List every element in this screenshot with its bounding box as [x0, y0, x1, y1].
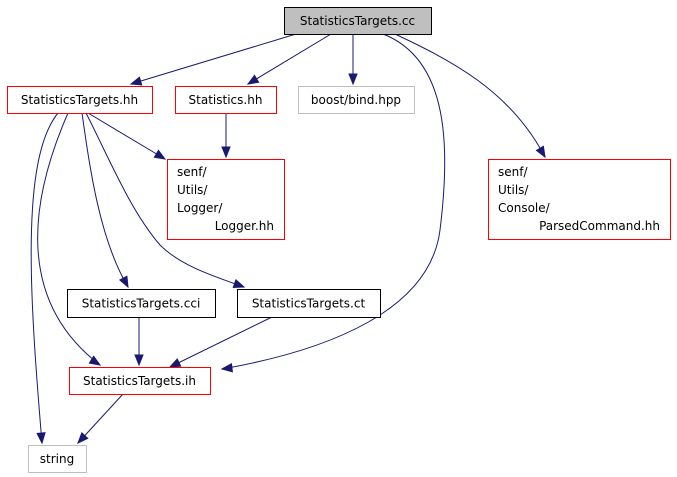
edge-line	[247, 33, 332, 85]
edge-line	[169, 316, 273, 368]
node-label: StatisticsTargets.hh	[21, 93, 138, 107]
edge-line	[130, 33, 297, 85]
node-string: string	[28, 445, 87, 473]
node-parsedcommand-hh[interactable]: senf/Utils/Console/ParsedCommand.hh	[488, 159, 671, 240]
node-targets-cci[interactable]: StatisticsTargets.cci	[67, 289, 216, 318]
edge-targets_hh-to-targets_cci	[81, 112, 129, 289]
edge-targets_hh-to-targets_ct	[85, 112, 246, 288]
edge-arrowhead	[118, 275, 129, 289]
node-label: StatisticsTargets.ih	[83, 374, 196, 388]
node-label: boost/bind.hpp	[311, 93, 401, 107]
edge-arrowhead	[246, 74, 260, 85]
node-box	[175, 86, 277, 114]
edge-arrowhead	[129, 76, 143, 86]
edges-layer	[30, 33, 546, 445]
edge-line	[30, 112, 59, 444]
node-label: Logger.hh	[215, 219, 274, 233]
node-label: Utils/	[498, 183, 529, 197]
edge-arrowhead	[88, 355, 102, 366]
edge-arrowhead	[153, 149, 167, 160]
node-targets-hh[interactable]: StatisticsTargets.hh	[7, 86, 153, 114]
edge-arrowhead	[77, 432, 89, 444]
node-label: ParsedCommand.hh	[539, 219, 660, 233]
edge-targets_hh-to-string	[30, 112, 59, 445]
node-targets-ct[interactable]: StatisticsTargets.ct	[237, 289, 381, 318]
node-box	[69, 367, 211, 395]
edge-arrowhead	[220, 363, 233, 373]
edge-arrowhead	[168, 358, 182, 368]
node-box	[237, 289, 381, 318]
edge-line	[81, 112, 129, 288]
node-label: Statistics.hh	[189, 93, 263, 107]
edge-root-to-targets_ih	[220, 33, 446, 373]
edge-arrowhead	[36, 432, 46, 445]
edge-root-to-targets_hh	[129, 33, 297, 86]
node-label: senf/	[498, 165, 528, 179]
edge-line	[77, 393, 124, 444]
edge-arrowhead	[221, 146, 231, 159]
edge-statistics_hh-to-logger_hh	[221, 113, 231, 159]
node-label: StatisticsTargets.cci	[82, 297, 201, 311]
edge-arrowhead	[535, 145, 546, 159]
node-box	[284, 7, 432, 35]
edge-root-to-boost_bind	[348, 34, 358, 86]
node-label: StatisticsTargets.ct	[252, 297, 366, 311]
edge-line	[85, 112, 245, 288]
node-label: Logger/	[177, 201, 223, 215]
edge-arrowhead	[348, 73, 358, 86]
node-label: senf/	[177, 165, 207, 179]
node-label: Console/	[498, 201, 551, 215]
node-box	[7, 86, 153, 114]
node-statistics-hh[interactable]: Statistics.hh	[175, 86, 277, 114]
node-label: Utils/	[177, 183, 208, 197]
node-box	[488, 159, 671, 240]
edge-line	[37, 112, 101, 366]
edge-root-to-parsedcommand_hh	[394, 33, 546, 159]
edge-arrowhead	[232, 279, 246, 288]
edge-targets_hh-to-targets_ih	[37, 112, 102, 366]
node-box	[28, 445, 87, 473]
node-targets-ih[interactable]: StatisticsTargets.ih	[69, 367, 211, 395]
edge-line	[394, 33, 546, 158]
node-box	[67, 289, 216, 318]
node-label: string	[40, 452, 74, 466]
node-box	[298, 86, 415, 114]
edge-targets_hh-to-logger_hh	[87, 112, 167, 160]
node-root[interactable]: StatisticsTargets.cc	[284, 7, 432, 35]
edge-targets_ih-to-string	[77, 393, 124, 444]
edge-line	[221, 33, 446, 370]
node-label: StatisticsTargets.cc	[300, 14, 415, 28]
node-logger-hh[interactable]: senf/Utils/Logger/Logger.hh	[167, 159, 285, 240]
edge-arrowhead	[134, 354, 144, 367]
edge-targets_ct-to-targets_ih	[168, 316, 273, 368]
nodes-layer: StatisticsTargets.ccStatisticsTargets.hh…	[7, 7, 671, 473]
edge-line	[87, 112, 166, 160]
node-box	[167, 159, 285, 240]
edge-root-to-statistics_hh	[246, 33, 332, 85]
node-boost-bind: boost/bind.hpp	[298, 86, 415, 114]
edge-targets_cci-to-targets_ih	[134, 317, 144, 367]
